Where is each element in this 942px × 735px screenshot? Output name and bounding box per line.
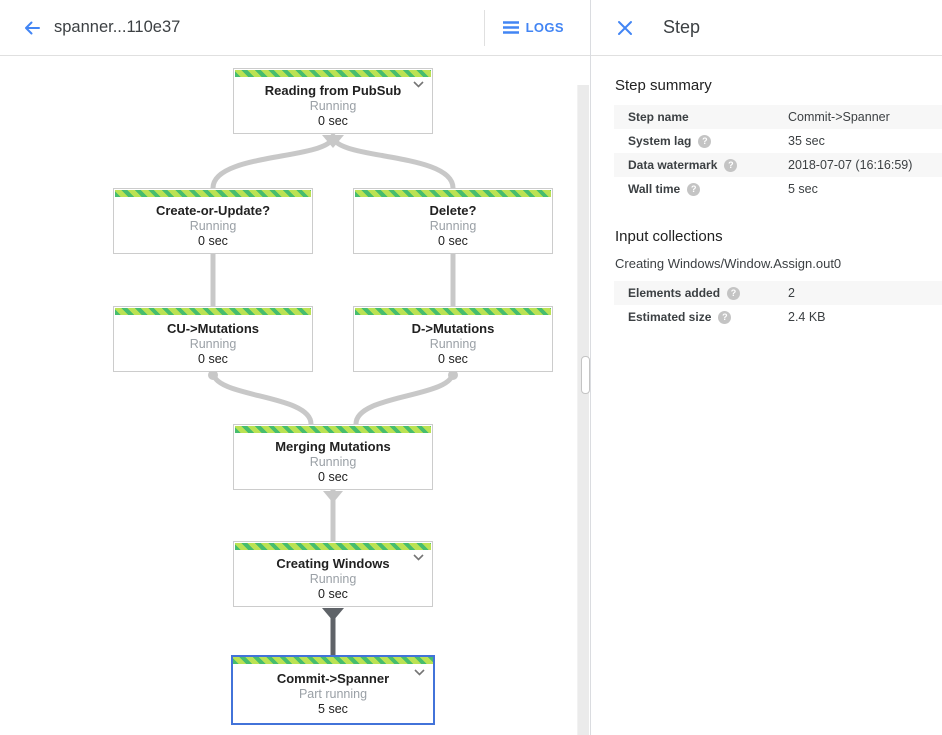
graph-scrollbar[interactable]: [577, 85, 590, 735]
row-label: Step name: [628, 110, 689, 124]
node-duration: 0 sec: [438, 234, 468, 248]
running-stripe: [235, 543, 431, 550]
node-duration: 0 sec: [438, 352, 468, 366]
help-icon[interactable]: ?: [687, 182, 701, 196]
help-icon[interactable]: ?: [724, 158, 738, 172]
header-divider: [483, 9, 485, 46]
panel-resize-handle[interactable]: [581, 356, 590, 394]
node-status: Running: [309, 455, 357, 469]
input-collection-name[interactable]: Creating Windows/Window.Assign.out0: [615, 256, 842, 271]
logs-button[interactable]: LOGS: [485, 0, 590, 56]
node-title: Reading from PubSub: [264, 83, 402, 98]
help-icon[interactable]: ?: [698, 134, 712, 148]
row-value: Commit->Spanner: [788, 110, 890, 124]
node-status: Running: [189, 219, 237, 233]
running-stripe: [115, 190, 311, 197]
node-status: Running: [429, 337, 477, 351]
panel-header: Step: [591, 0, 942, 56]
row-value: 2: [788, 286, 795, 300]
back-button[interactable]: [18, 14, 46, 42]
running-stripe: [235, 70, 431, 77]
running-stripe: [235, 426, 431, 433]
running-stripe: [115, 308, 311, 315]
top-bar: spanner...110e37 LOGS: [0, 0, 590, 56]
row-label: System lag?: [628, 134, 788, 148]
node-status: Running: [429, 219, 477, 233]
summary-row: Step name Commit->Spanner: [614, 105, 942, 129]
node-title: Create-or-Update?: [155, 203, 271, 218]
node-duration: 0 sec: [318, 114, 348, 128]
chevron-down-icon[interactable]: [413, 554, 424, 561]
close-icon: [617, 20, 633, 36]
node-title: D->Mutations: [411, 321, 495, 336]
summary-row: Data watermark?2018-07-07 (16:16:59): [614, 153, 942, 177]
panel-title: Step: [663, 17, 701, 37]
input-collection-row: Estimated size?2.4 KB: [614, 305, 942, 329]
row-label: Estimated size?: [628, 310, 788, 324]
running-stripe: [355, 190, 551, 197]
node-duration: 0 sec: [318, 587, 348, 601]
step-details-panel: Step Step summary Step name Commit->Spann…: [590, 0, 942, 735]
chevron-down-icon[interactable]: [413, 81, 424, 88]
node-status: Running: [189, 337, 237, 351]
node-title: CU->Mutations: [166, 321, 260, 336]
list-icon: [502, 21, 519, 34]
row-label: Data watermark?: [628, 158, 788, 172]
logs-button-label: LOGS: [525, 20, 564, 35]
row-value: 2018-07-07 (16:16:59): [788, 158, 913, 172]
node-title: Creating Windows: [276, 556, 390, 571]
node-title: Merging Mutations: [275, 439, 391, 454]
arrow-left-icon: [23, 19, 41, 37]
help-icon[interactable]: ?: [727, 286, 741, 300]
row-value: 5 sec: [788, 182, 818, 196]
row-value: 35 sec: [788, 134, 825, 148]
job-title: spanner...110e37: [54, 18, 181, 36]
row-label: Wall time?: [628, 182, 788, 196]
input-collections-heading: Input collections: [615, 228, 723, 245]
graph-edges: [208, 133, 458, 656]
row-label: Elements added?: [628, 286, 788, 300]
help-icon[interactable]: ?: [718, 310, 732, 324]
chevron-down-icon[interactable]: [414, 669, 425, 676]
running-stripe: [355, 308, 551, 315]
node-status: Running: [309, 572, 357, 586]
node-title: Commit->Spanner: [276, 671, 390, 686]
node-status: Running: [309, 99, 357, 113]
node-duration: 0 sec: [198, 234, 228, 248]
close-panel-button[interactable]: [613, 16, 637, 40]
node-status: Part running: [298, 687, 368, 701]
summary-row: System lag?35 sec: [614, 129, 942, 153]
node-title: Delete?: [429, 203, 477, 218]
node-duration: 0 sec: [318, 470, 348, 484]
running-stripe: [233, 657, 433, 664]
node-duration: 5 sec: [318, 702, 348, 716]
input-collection-row: Elements added?2: [614, 281, 942, 305]
row-value: 2.4 KB: [788, 310, 826, 324]
node-duration: 0 sec: [198, 352, 228, 366]
step-summary-heading: Step summary: [615, 77, 712, 94]
summary-row: Wall time?5 sec: [614, 177, 942, 201]
